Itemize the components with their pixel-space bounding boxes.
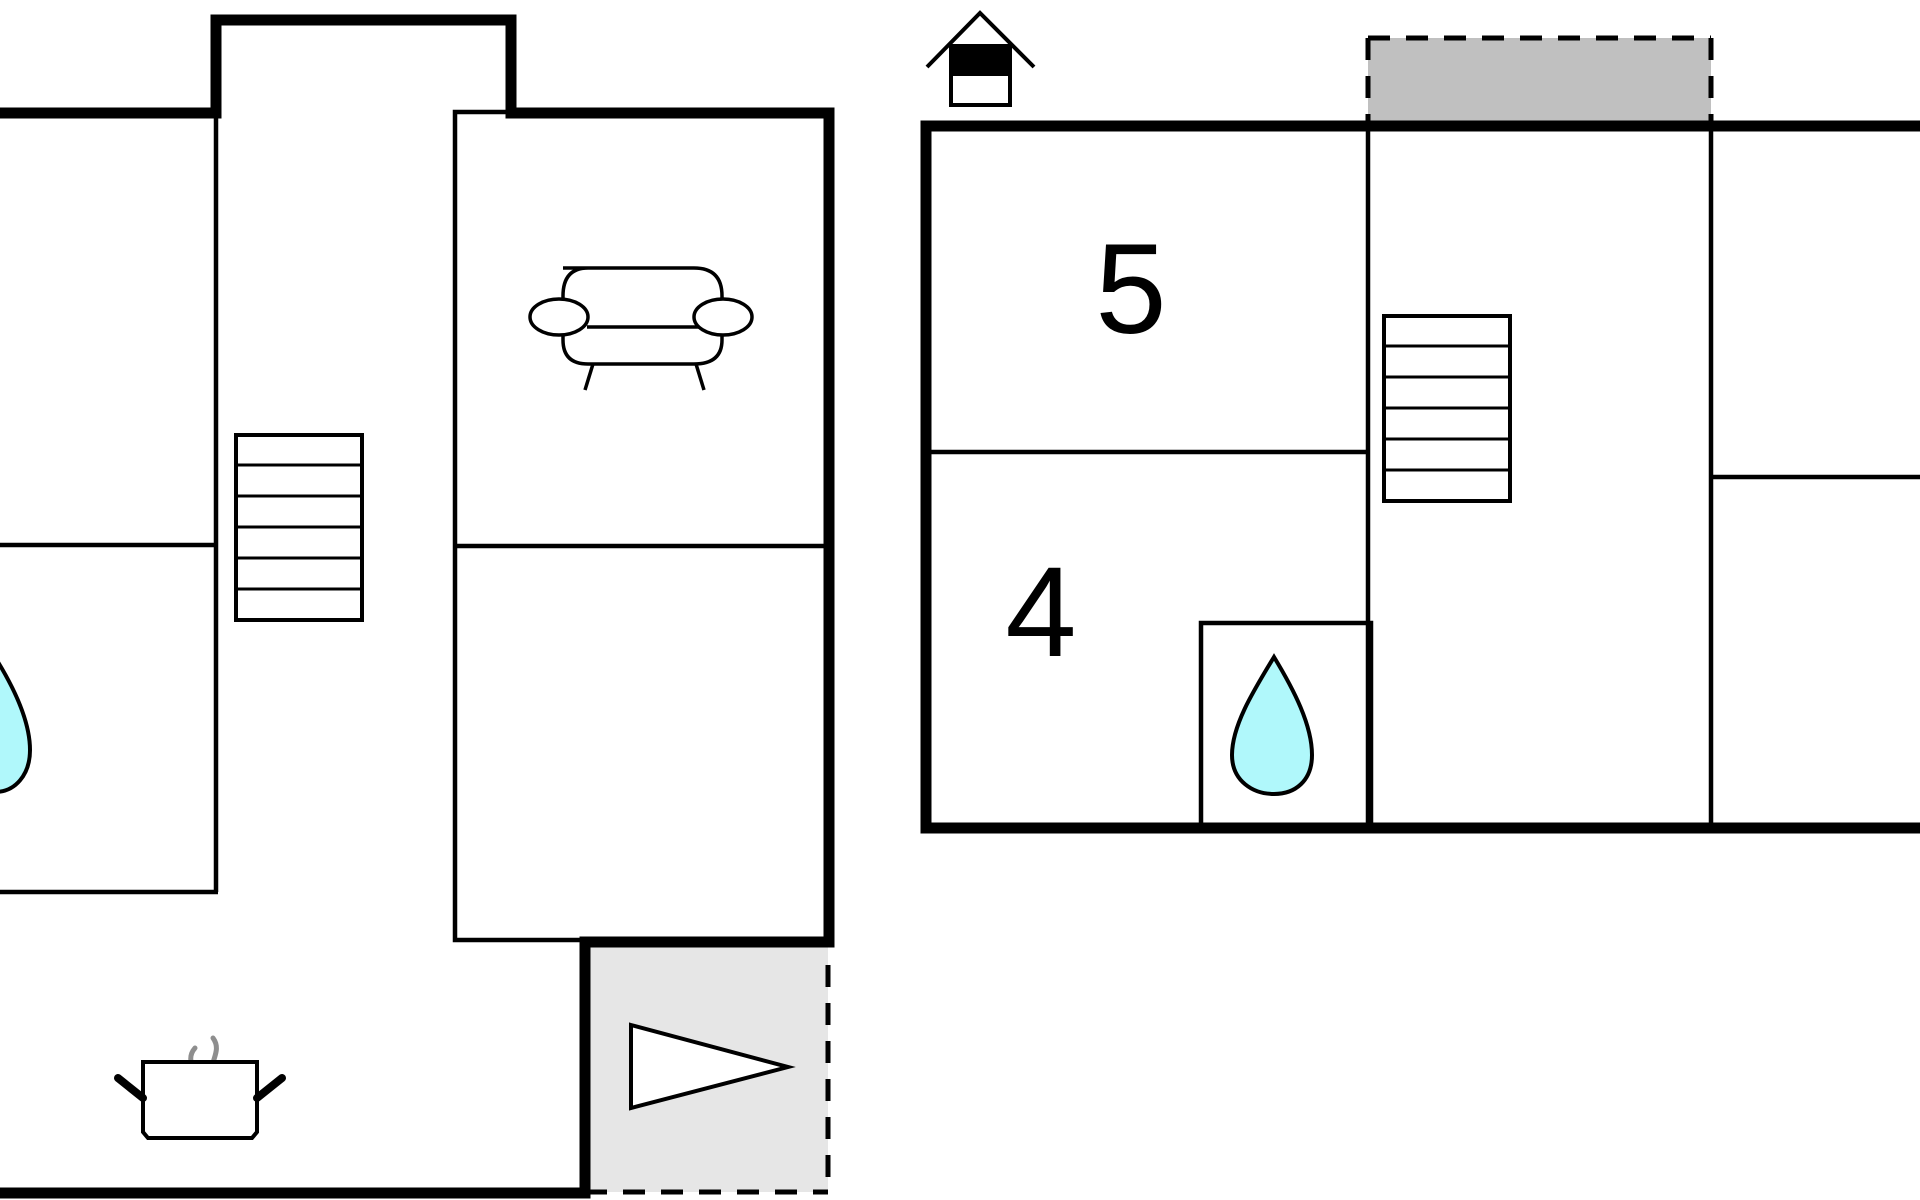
inner-wall [1198, 620, 1374, 829]
water-drop-icon [0, 661, 33, 794]
cooking-pot-icon [114, 1035, 286, 1140]
sofa-icon [528, 266, 754, 391]
upper-floor-outer-wall [920, 120, 1920, 834]
inner-wall [452, 109, 830, 943]
water-drop-icon [1229, 653, 1315, 797]
stairs-icon [1382, 314, 1512, 503]
room-number-5: 5 [1095, 218, 1166, 361]
terrace-arrow-icon [629, 1022, 796, 1111]
stairs-icon [234, 433, 364, 622]
balcony [1365, 35, 1714, 126]
terrace [585, 940, 831, 1195]
room-number-4: 4 [1005, 541, 1076, 684]
upper-floor: 5 4 [920, 10, 1920, 834]
entrance-icon [925, 10, 1036, 107]
ground-floor [0, 14, 835, 1199]
